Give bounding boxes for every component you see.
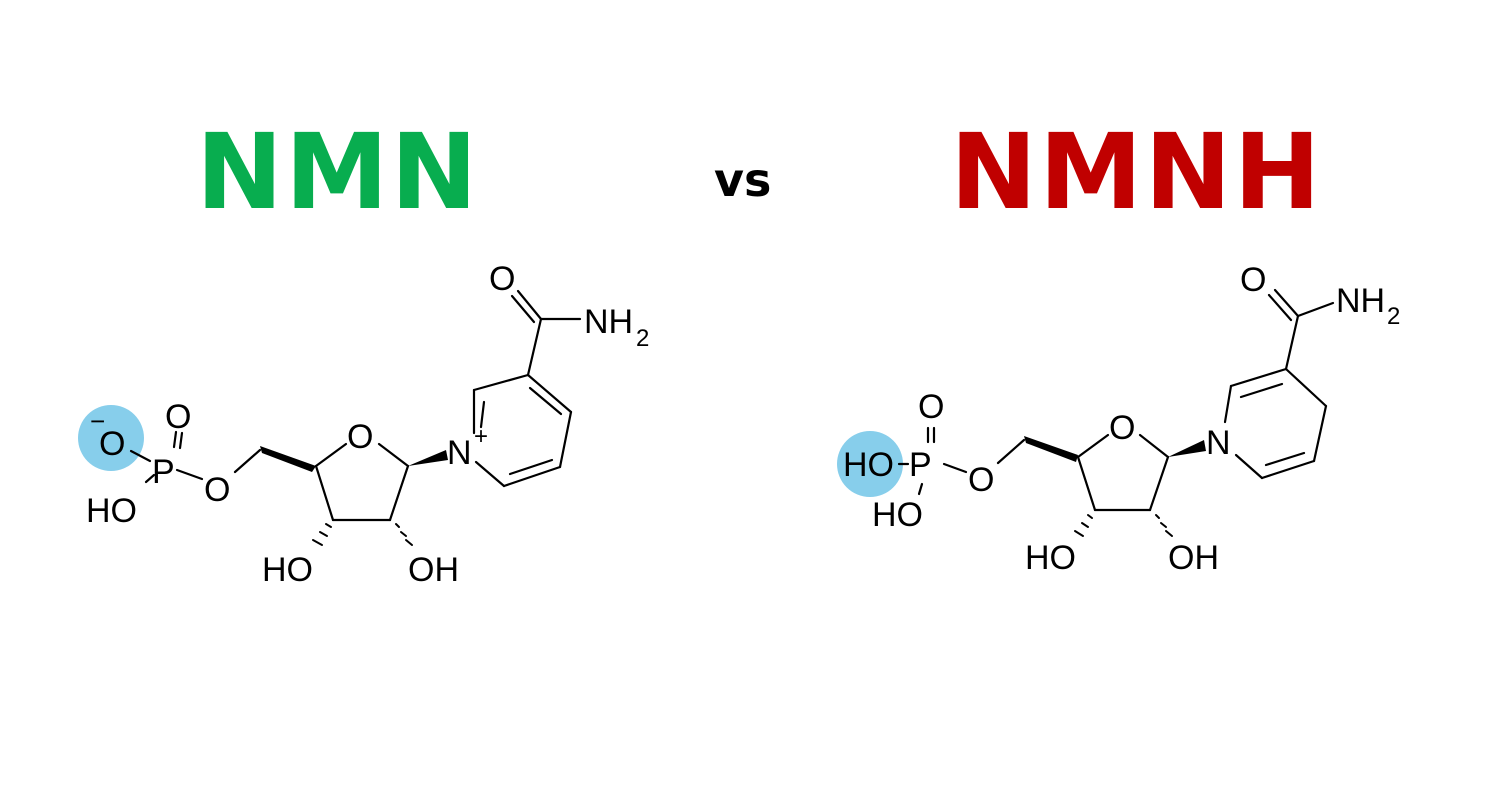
nmn-title: NMN — [196, 111, 480, 233]
nmnh-structure — [837, 288, 1335, 537]
nmn-structure — [78, 289, 582, 546]
nmnh-oh-right: OH — [1168, 539, 1219, 577]
nmnh-title: NMNH — [950, 111, 1323, 233]
nmn-phosphate-o-minus: O — [99, 425, 125, 463]
nmnh-ring-o: O — [1109, 409, 1135, 447]
nmnh-phosphorus: P — [909, 446, 932, 484]
nmnh-phosphate-ho-highlight: HO — [843, 446, 894, 484]
nmnh-phosphate-ho: HO — [872, 496, 923, 534]
nmnh-nitrogen: N — [1206, 424, 1231, 462]
nmnh-ho-left: HO — [1025, 539, 1076, 577]
nmn-amide-nh: NH — [584, 303, 633, 341]
nmnh-atom-labels: HO P O HO O O N O NH 2 HO OH — [843, 261, 1400, 577]
nmn-ring-o: O — [347, 418, 373, 456]
nmnh-ester-o: O — [968, 461, 994, 499]
nmn-ho-left: HO — [262, 551, 313, 589]
nmn-nitrogen: N — [447, 434, 472, 472]
nmnh-phosphate-double-o: O — [918, 388, 944, 426]
nmn-highlight-circle — [78, 405, 144, 471]
nmn-phosphorus: P — [152, 453, 175, 491]
nmn-atom-labels: − O P O HO O O N + O NH 2 HO OH — [86, 260, 649, 589]
nmnh-amide-subscript: 2 — [1387, 303, 1400, 330]
nmn-oh-right: OH — [408, 551, 459, 589]
nmn-charge-minus: − — [90, 406, 105, 436]
nmnh-amide-nh: NH — [1336, 282, 1385, 320]
nmn-amide-subscript: 2 — [636, 325, 649, 352]
vs-label: vs — [714, 153, 772, 207]
nmn-phosphate-double-o: O — [165, 398, 191, 436]
nmn-charge-plus: + — [474, 423, 488, 450]
nmn-phosphate-ho: HO — [86, 492, 137, 530]
nmnh-carbonyl-o: O — [1240, 261, 1266, 299]
nmnh-highlight-circle — [837, 431, 903, 497]
nmn-ester-o: O — [204, 471, 230, 509]
nmn-carbonyl-o: O — [489, 260, 515, 298]
